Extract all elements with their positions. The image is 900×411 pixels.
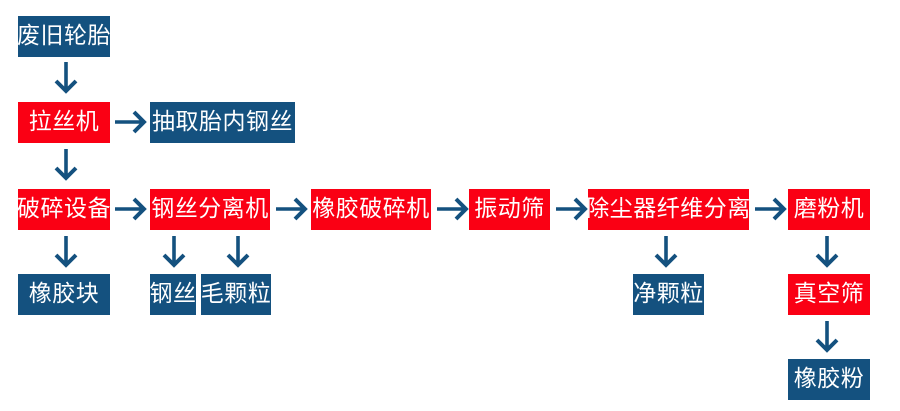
flow-node-n12: 净颗粒: [633, 274, 704, 315]
arrow-right-icon: [276, 195, 312, 223]
flow-node-label: 除尘器纤维分离: [586, 196, 751, 222]
arrow-right-icon: [556, 195, 592, 223]
arrow-right-icon: [755, 195, 791, 223]
arrow-down-icon: [652, 236, 680, 272]
arrow-down-icon: [160, 236, 188, 272]
flow-node-n13: 磨粉机: [788, 189, 870, 230]
arrow-down-icon: [813, 236, 841, 272]
flow-node-label: 净颗粒: [633, 281, 704, 307]
arrow-down-icon: [52, 62, 80, 98]
arrow-right-icon: [437, 195, 473, 223]
flow-node-label: 抽取胎内钢丝: [152, 109, 293, 135]
flow-node-n3: 抽取胎内钢丝: [150, 102, 295, 143]
flow-node-n1: 废旧轮胎: [17, 16, 111, 57]
flow-node-label: 钢丝分离机: [151, 196, 269, 222]
flow-node-label: 破碎设备: [17, 196, 111, 222]
arrow-right-icon: [115, 195, 151, 223]
flow-node-label: 橡胶粉: [793, 366, 865, 392]
flow-node-n10: 振动筛: [469, 189, 550, 230]
flow-node-n11: 除尘器纤维分离: [586, 189, 751, 230]
flow-node-n4: 破碎设备: [17, 189, 111, 230]
flow-node-n8: 毛颗粒: [201, 274, 271, 315]
arrow-down-icon: [52, 236, 80, 272]
flow-node-label: 真空筛: [793, 281, 865, 307]
flow-node-n15: 橡胶粉: [788, 359, 870, 400]
flow-node-n6: 钢丝分离机: [150, 189, 270, 230]
flow-node-label: 橡胶块: [28, 281, 100, 307]
flow-node-label: 废旧轮胎: [17, 23, 111, 49]
flow-node-n14: 真空筛: [788, 274, 870, 315]
flow-node-n7: 钢丝: [150, 274, 196, 315]
flow-node-n5: 橡胶块: [18, 274, 110, 315]
flow-node-label: 振动筛: [474, 196, 545, 222]
flow-node-label: 拉丝机: [28, 109, 100, 135]
flow-node-n2: 拉丝机: [18, 102, 110, 143]
flow-node-label: 磨粉机: [793, 196, 865, 222]
flow-node-n9: 橡胶破碎机: [311, 189, 431, 230]
flow-node-label: 毛颗粒: [200, 281, 272, 307]
arrow-right-icon: [115, 108, 151, 136]
flow-node-label: 橡胶破碎机: [312, 196, 430, 222]
arrow-down-icon: [224, 236, 252, 272]
arrow-down-icon: [813, 321, 841, 357]
arrow-down-icon: [52, 149, 80, 185]
flow-node-label: 钢丝: [149, 281, 197, 307]
